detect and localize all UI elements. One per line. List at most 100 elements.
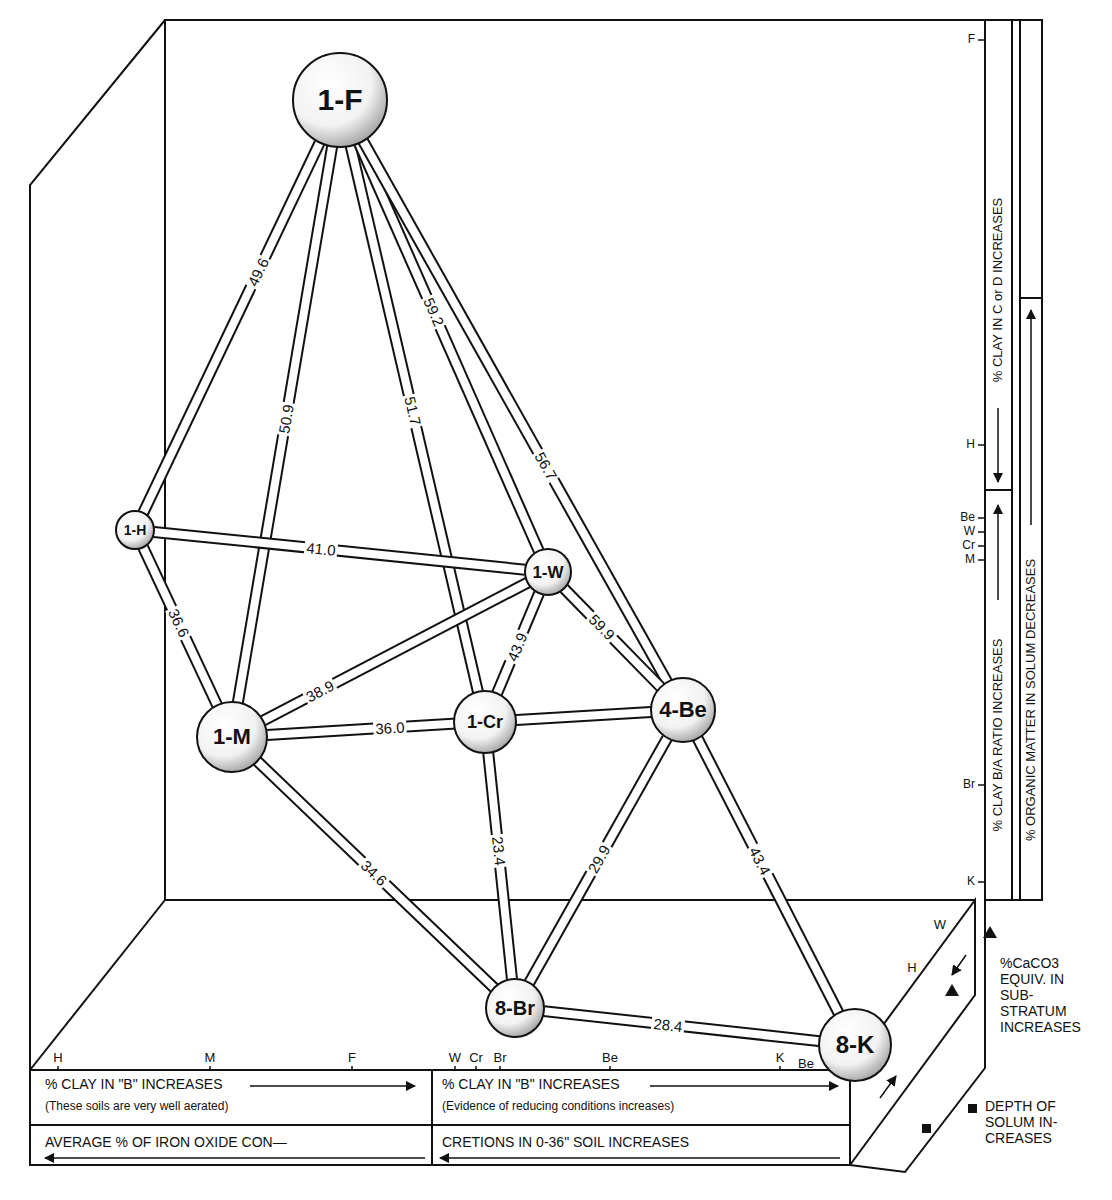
connector-rod bbox=[544, 1011, 819, 1041]
soil-sphere: 1-M bbox=[196, 701, 268, 773]
axis-letter: W bbox=[964, 525, 975, 539]
axis-letter: Br bbox=[494, 1051, 507, 1066]
soil-sphere: 8-Br bbox=[485, 978, 545, 1038]
panel-caption: (Evidence of reducing conditions increas… bbox=[442, 1100, 674, 1114]
trend-arrow bbox=[250, 1085, 415, 1087]
axis-letter: F bbox=[348, 1051, 356, 1066]
sphere-shape bbox=[116, 511, 154, 549]
axis-letter: K bbox=[776, 1051, 785, 1066]
rod-outline bbox=[359, 143, 539, 551]
distance-label: 59.2 bbox=[420, 294, 447, 330]
soil-sphere: 1-F bbox=[292, 52, 388, 148]
distance-label: 36.6 bbox=[165, 605, 193, 641]
panel-caption: (These soils are very well aerated) bbox=[45, 1100, 228, 1114]
sphere-shape bbox=[293, 53, 387, 147]
axis-letter: Be bbox=[960, 511, 975, 525]
connector-rod bbox=[359, 143, 539, 551]
connector-rod bbox=[154, 532, 525, 570]
axis-letter: H bbox=[53, 1051, 62, 1066]
trend-arrow bbox=[45, 1157, 425, 1159]
tick bbox=[351, 1066, 353, 1070]
rod-outline bbox=[363, 141, 667, 682]
connector-rod bbox=[488, 753, 512, 979]
scale-edge bbox=[984, 20, 986, 900]
trend-arrows bbox=[45, 310, 1031, 1158]
triangle-symbol bbox=[983, 926, 997, 938]
soil-sphere: 8-K bbox=[818, 1008, 892, 1082]
soil-sphere: 1-H bbox=[115, 510, 155, 550]
soil-sphere: 1-W bbox=[524, 548, 572, 596]
rod-outline bbox=[143, 547, 217, 705]
scale-divider bbox=[985, 489, 1012, 491]
distance-label: 34.6 bbox=[356, 856, 390, 890]
panel-caption: CRETIONS IN 0-36" SOIL INCREASES bbox=[442, 1134, 689, 1150]
tick bbox=[57, 1066, 59, 1070]
panel-caption: AVERAGE % OF IRON OXIDE CON— bbox=[45, 1134, 287, 1150]
tick bbox=[978, 545, 985, 547]
rod-outline bbox=[544, 1011, 819, 1041]
distance-label: 50.9 bbox=[276, 401, 296, 436]
sphere-label: 1-M bbox=[213, 726, 251, 748]
tick bbox=[209, 1066, 211, 1070]
front-panel bbox=[30, 1070, 850, 1165]
soil-sphere: 4-Be bbox=[650, 677, 716, 743]
rod-core bbox=[257, 761, 494, 988]
rod-outline bbox=[143, 142, 320, 512]
tick bbox=[978, 881, 985, 883]
rod-core bbox=[488, 753, 512, 979]
distance-label: 43.9 bbox=[503, 629, 530, 665]
connector-rod bbox=[143, 142, 320, 512]
trend-arrow bbox=[997, 505, 999, 600]
distance-label: 23.4 bbox=[489, 833, 507, 868]
tick-marks bbox=[58, 40, 985, 1070]
distance-label: 36.0 bbox=[373, 719, 407, 736]
connector-rod bbox=[257, 761, 494, 988]
key-caption: DEPTH OF SOLUM IN-CREASES bbox=[985, 1098, 1095, 1146]
tick bbox=[499, 1066, 501, 1070]
connector-rod bbox=[564, 588, 661, 687]
panel-divider bbox=[30, 1124, 850, 1126]
axis-letter: Be bbox=[602, 1051, 618, 1066]
trend-arrow bbox=[650, 1085, 838, 1087]
scale-column bbox=[1011, 20, 1013, 900]
side-wall bbox=[30, 20, 165, 1165]
axis-letter: Cr bbox=[469, 1051, 483, 1066]
floor-edge bbox=[30, 900, 165, 1070]
axis-letter: M bbox=[205, 1051, 216, 1066]
axis-letter: F bbox=[968, 33, 975, 47]
sphere-label: 1-H bbox=[124, 523, 147, 537]
rod-core bbox=[544, 1011, 819, 1041]
tick bbox=[978, 531, 985, 533]
sphere-shape bbox=[819, 1009, 891, 1081]
scale-frame bbox=[985, 20, 1042, 900]
rod-core bbox=[363, 141, 667, 682]
sphere-shape bbox=[197, 702, 267, 772]
sphere-label: 4-Be bbox=[659, 699, 707, 721]
rod-core bbox=[698, 738, 839, 1013]
distance-label: 51.7 bbox=[401, 393, 423, 429]
trend-arrow bbox=[997, 408, 999, 482]
sphere-shape bbox=[454, 691, 516, 753]
square-symbol bbox=[968, 1104, 977, 1113]
sphere-label: 8-Br bbox=[495, 998, 535, 1018]
distance-label: 49.6 bbox=[244, 254, 272, 290]
tick bbox=[978, 784, 985, 786]
rod-outline bbox=[154, 532, 525, 570]
distance-label: 56.7 bbox=[531, 448, 560, 484]
axis-letter: H bbox=[907, 961, 916, 976]
connector-rod bbox=[363, 141, 667, 682]
rod-outline bbox=[529, 738, 667, 983]
connector-rod bbox=[698, 738, 839, 1013]
box-outline bbox=[30, 20, 1042, 1172]
sphere-label: 1-Cr bbox=[467, 713, 503, 731]
axis-letter: Br bbox=[963, 778, 975, 792]
axis-letter: W bbox=[449, 1051, 461, 1066]
key-caption: %CaCO3 EQUIV. IN SUB-STRATUM INCREASES bbox=[1000, 955, 1094, 1035]
panel-caption: % CLAY IN "B" INCREASES bbox=[442, 1076, 619, 1092]
sphere-label: 1-F bbox=[318, 85, 363, 115]
tick bbox=[609, 1066, 611, 1070]
scale-divider bbox=[1020, 297, 1042, 299]
trend-arrow bbox=[880, 1076, 896, 1098]
panel-divider bbox=[431, 1070, 433, 1165]
tick bbox=[779, 1066, 781, 1070]
